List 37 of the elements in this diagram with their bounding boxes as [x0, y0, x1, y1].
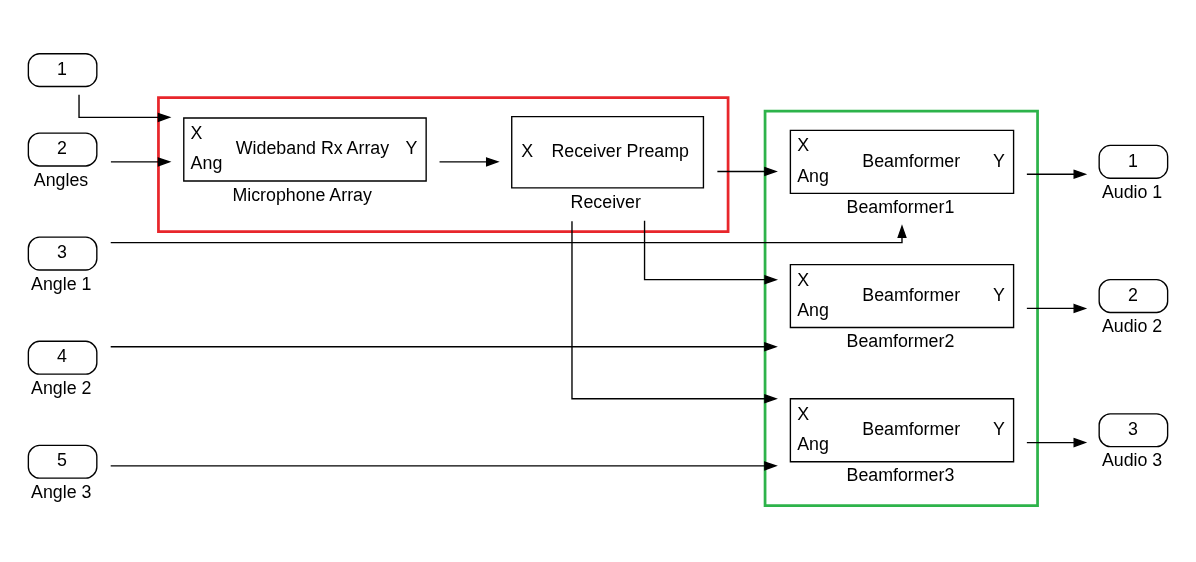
node-label: Audio 2	[1101, 316, 1163, 337]
arrow	[571, 220, 778, 404]
node-label: Angle 3	[31, 481, 92, 502]
arrow	[1026, 437, 1088, 448]
node-box: 2	[27, 132, 98, 167]
arrow	[78, 94, 172, 123]
node-box: X Beamformer Y Ang	[789, 129, 1015, 195]
node-box: 3	[27, 236, 98, 271]
node-label: Audio 1	[1101, 182, 1163, 203]
node-box: 1	[1098, 144, 1169, 179]
node-box: X Beamformer Y Ang	[789, 263, 1015, 329]
node-label: Angle 1	[31, 273, 92, 294]
node-box: X Beamformer Y Ang	[789, 398, 1015, 463]
node-label: Angle 2	[31, 377, 92, 398]
arrow	[110, 341, 778, 352]
arrow	[438, 157, 500, 167]
arrow	[1026, 169, 1088, 179]
node-label: Beamformer2	[846, 331, 955, 352]
node-label: Microphone Array	[232, 184, 372, 205]
node-label: Beamformer1	[846, 197, 955, 218]
node-box: X Wideband Rx Array Y Ang	[183, 117, 427, 182]
arrow	[643, 220, 778, 285]
node-label: Angles	[33, 169, 89, 190]
node-label: Beamformer3	[846, 465, 955, 486]
node-box: 3	[1098, 413, 1169, 448]
node-box: 4	[27, 340, 98, 375]
node-box: X Receiver Preamp	[511, 116, 705, 189]
arrow	[716, 166, 778, 177]
node-box: 2	[1098, 278, 1169, 314]
node-label: Audio 3	[1101, 450, 1163, 471]
arrow	[1026, 303, 1088, 314]
node-box: 5	[27, 444, 98, 479]
arrow	[110, 224, 907, 244]
arrow	[110, 157, 172, 167]
node-label: Receiver	[570, 191, 641, 212]
node-box: 1	[27, 53, 98, 88]
arrow	[110, 461, 778, 471]
